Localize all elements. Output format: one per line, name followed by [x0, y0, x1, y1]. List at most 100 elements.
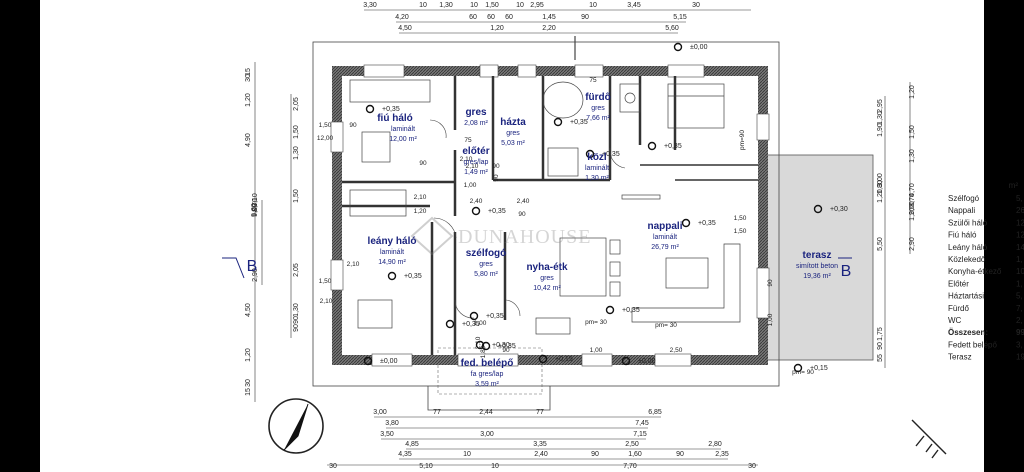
room-area: 5,80 m²: [474, 271, 498, 278]
dimension-label: 3,80: [385, 420, 399, 427]
dimension-label: 2,10: [414, 194, 427, 201]
room-floor: gres: [591, 105, 605, 112]
dimension-label: 10: [491, 463, 499, 470]
spot-height-label: +0,35: [486, 313, 504, 320]
dimension-label: 2,90: [909, 237, 916, 251]
level-label: +0,30: [830, 206, 848, 213]
level-label: +0,15: [810, 365, 828, 372]
dimension-label: 2,10: [347, 261, 360, 268]
dimension-label: 1,50: [485, 2, 499, 9]
room-name: nappali: [647, 221, 682, 232]
spot-height-mark: [647, 141, 657, 151]
legend-value: 5,: [1016, 292, 1023, 301]
entry-canopy: [437, 347, 543, 395]
dimension-label: 1,50: [293, 189, 300, 203]
dimension-label: 8,70: [909, 193, 916, 207]
room-name: szélfogó: [466, 248, 507, 259]
legend-label: Leány háló: [948, 243, 988, 252]
dimension-label: 1,50: [319, 278, 332, 285]
dimension-label: 10: [419, 2, 427, 9]
terrace-slab: [763, 154, 874, 361]
dimension-label: 4,50: [245, 303, 252, 317]
dimension-label: 30: [329, 463, 337, 470]
legend-value: 12,: [1016, 218, 1024, 227]
level-label: +0,30: [492, 342, 510, 349]
dimension-label: 5,60: [665, 25, 679, 32]
dimension-label: 2,80: [708, 441, 722, 448]
dimension-label: 1,30: [909, 149, 916, 163]
dimension-label: 5,15: [673, 14, 687, 21]
room-name: gres: [465, 107, 487, 118]
legend-value: 19,: [1016, 353, 1024, 362]
dimension-label: 30: [245, 379, 252, 387]
spot-height-label: +0,35: [382, 106, 400, 113]
dimension-label: 15: [245, 388, 252, 396]
level-label: +0,15: [555, 356, 573, 363]
dimension-label: 2,10: [320, 298, 333, 305]
dimension-label: 1,50: [734, 228, 747, 235]
section-mark: B: [247, 258, 258, 275]
outer-contour: [312, 41, 780, 387]
room-floor: fa gres/lap: [471, 371, 504, 378]
dimension-label: 10: [589, 2, 597, 9]
dimension-label: 9,00: [252, 203, 259, 217]
legend-value: 5,: [1016, 194, 1023, 203]
room-floor: laminált: [380, 249, 404, 256]
room-area: 1,49 m²: [464, 169, 488, 176]
dimension-label: 3,00: [877, 173, 884, 187]
room-name: fed. belépő: [461, 358, 514, 369]
room-floor: gres/lap: [464, 159, 489, 166]
level-mark: [621, 356, 631, 366]
room-name: terasz: [803, 250, 832, 261]
level-mark: [813, 204, 823, 214]
level-label: ±0,00: [690, 44, 708, 51]
dimension-label: 1,20: [490, 25, 504, 32]
room-area: 12,00 m²: [389, 136, 417, 143]
dimension-label: 5,10: [419, 463, 433, 470]
room-area: 14,90 m²: [378, 259, 406, 266]
dimension-label: 2,50: [625, 441, 639, 448]
dimension-label: 1,75: [877, 327, 884, 341]
dimension-label: 1,60: [628, 451, 642, 458]
dimension-label: 1,00: [590, 347, 603, 354]
legend-label: Előtér: [948, 279, 969, 288]
dimension-label: 8,70: [252, 198, 259, 212]
dimension-label: 1,30: [293, 146, 300, 160]
dimension-label: 10: [463, 451, 471, 458]
dimension-label: 2,05: [293, 97, 300, 111]
spot-height-label: +0,35: [488, 208, 506, 215]
dimension-label: 2,40: [517, 198, 530, 205]
dimension-label: 2,20: [542, 25, 556, 32]
room-name: nyha-étk: [526, 262, 568, 273]
dimension-label: 90: [349, 122, 357, 129]
dimension-label: 60: [469, 14, 477, 21]
dimension-label: 55: [877, 354, 884, 362]
room-name: leány háló: [368, 236, 417, 247]
legend-label: Konyha-étkező: [948, 267, 1002, 276]
room-area: 26,79 m²: [651, 244, 679, 251]
dimension-label: 77: [433, 409, 441, 416]
dimension-label: 2,44: [479, 409, 493, 416]
level-label: ±0,00: [380, 358, 398, 365]
watermark-text: DUNAHOUSE: [458, 226, 591, 248]
dimension-label: 4,85: [405, 441, 419, 448]
dimension-label: 2,40: [534, 451, 548, 458]
legend-label: Fedett belépő: [948, 340, 997, 349]
dimension-label: 1,80: [877, 180, 884, 194]
dimension-label: 10: [470, 2, 478, 9]
legend-value: 3,: [1016, 340, 1023, 349]
room-floor: laminált: [585, 165, 609, 172]
legend-value: 12,: [1016, 231, 1024, 240]
level-mark: [538, 354, 548, 364]
dimension-label: 1,30: [293, 303, 300, 317]
legend-value: 1,: [1016, 255, 1023, 264]
dimension-label: 1,20: [414, 208, 427, 215]
spot-height-mark: [481, 341, 491, 351]
dimension-label: 2,05: [293, 263, 300, 277]
dimension-label: 2,40: [470, 198, 483, 205]
dimension-label: 1,00: [474, 320, 487, 327]
dimension-label: 1,20: [909, 85, 916, 99]
dimension-label: 2,90: [252, 268, 259, 282]
dimension-label: 2,95: [530, 2, 544, 9]
